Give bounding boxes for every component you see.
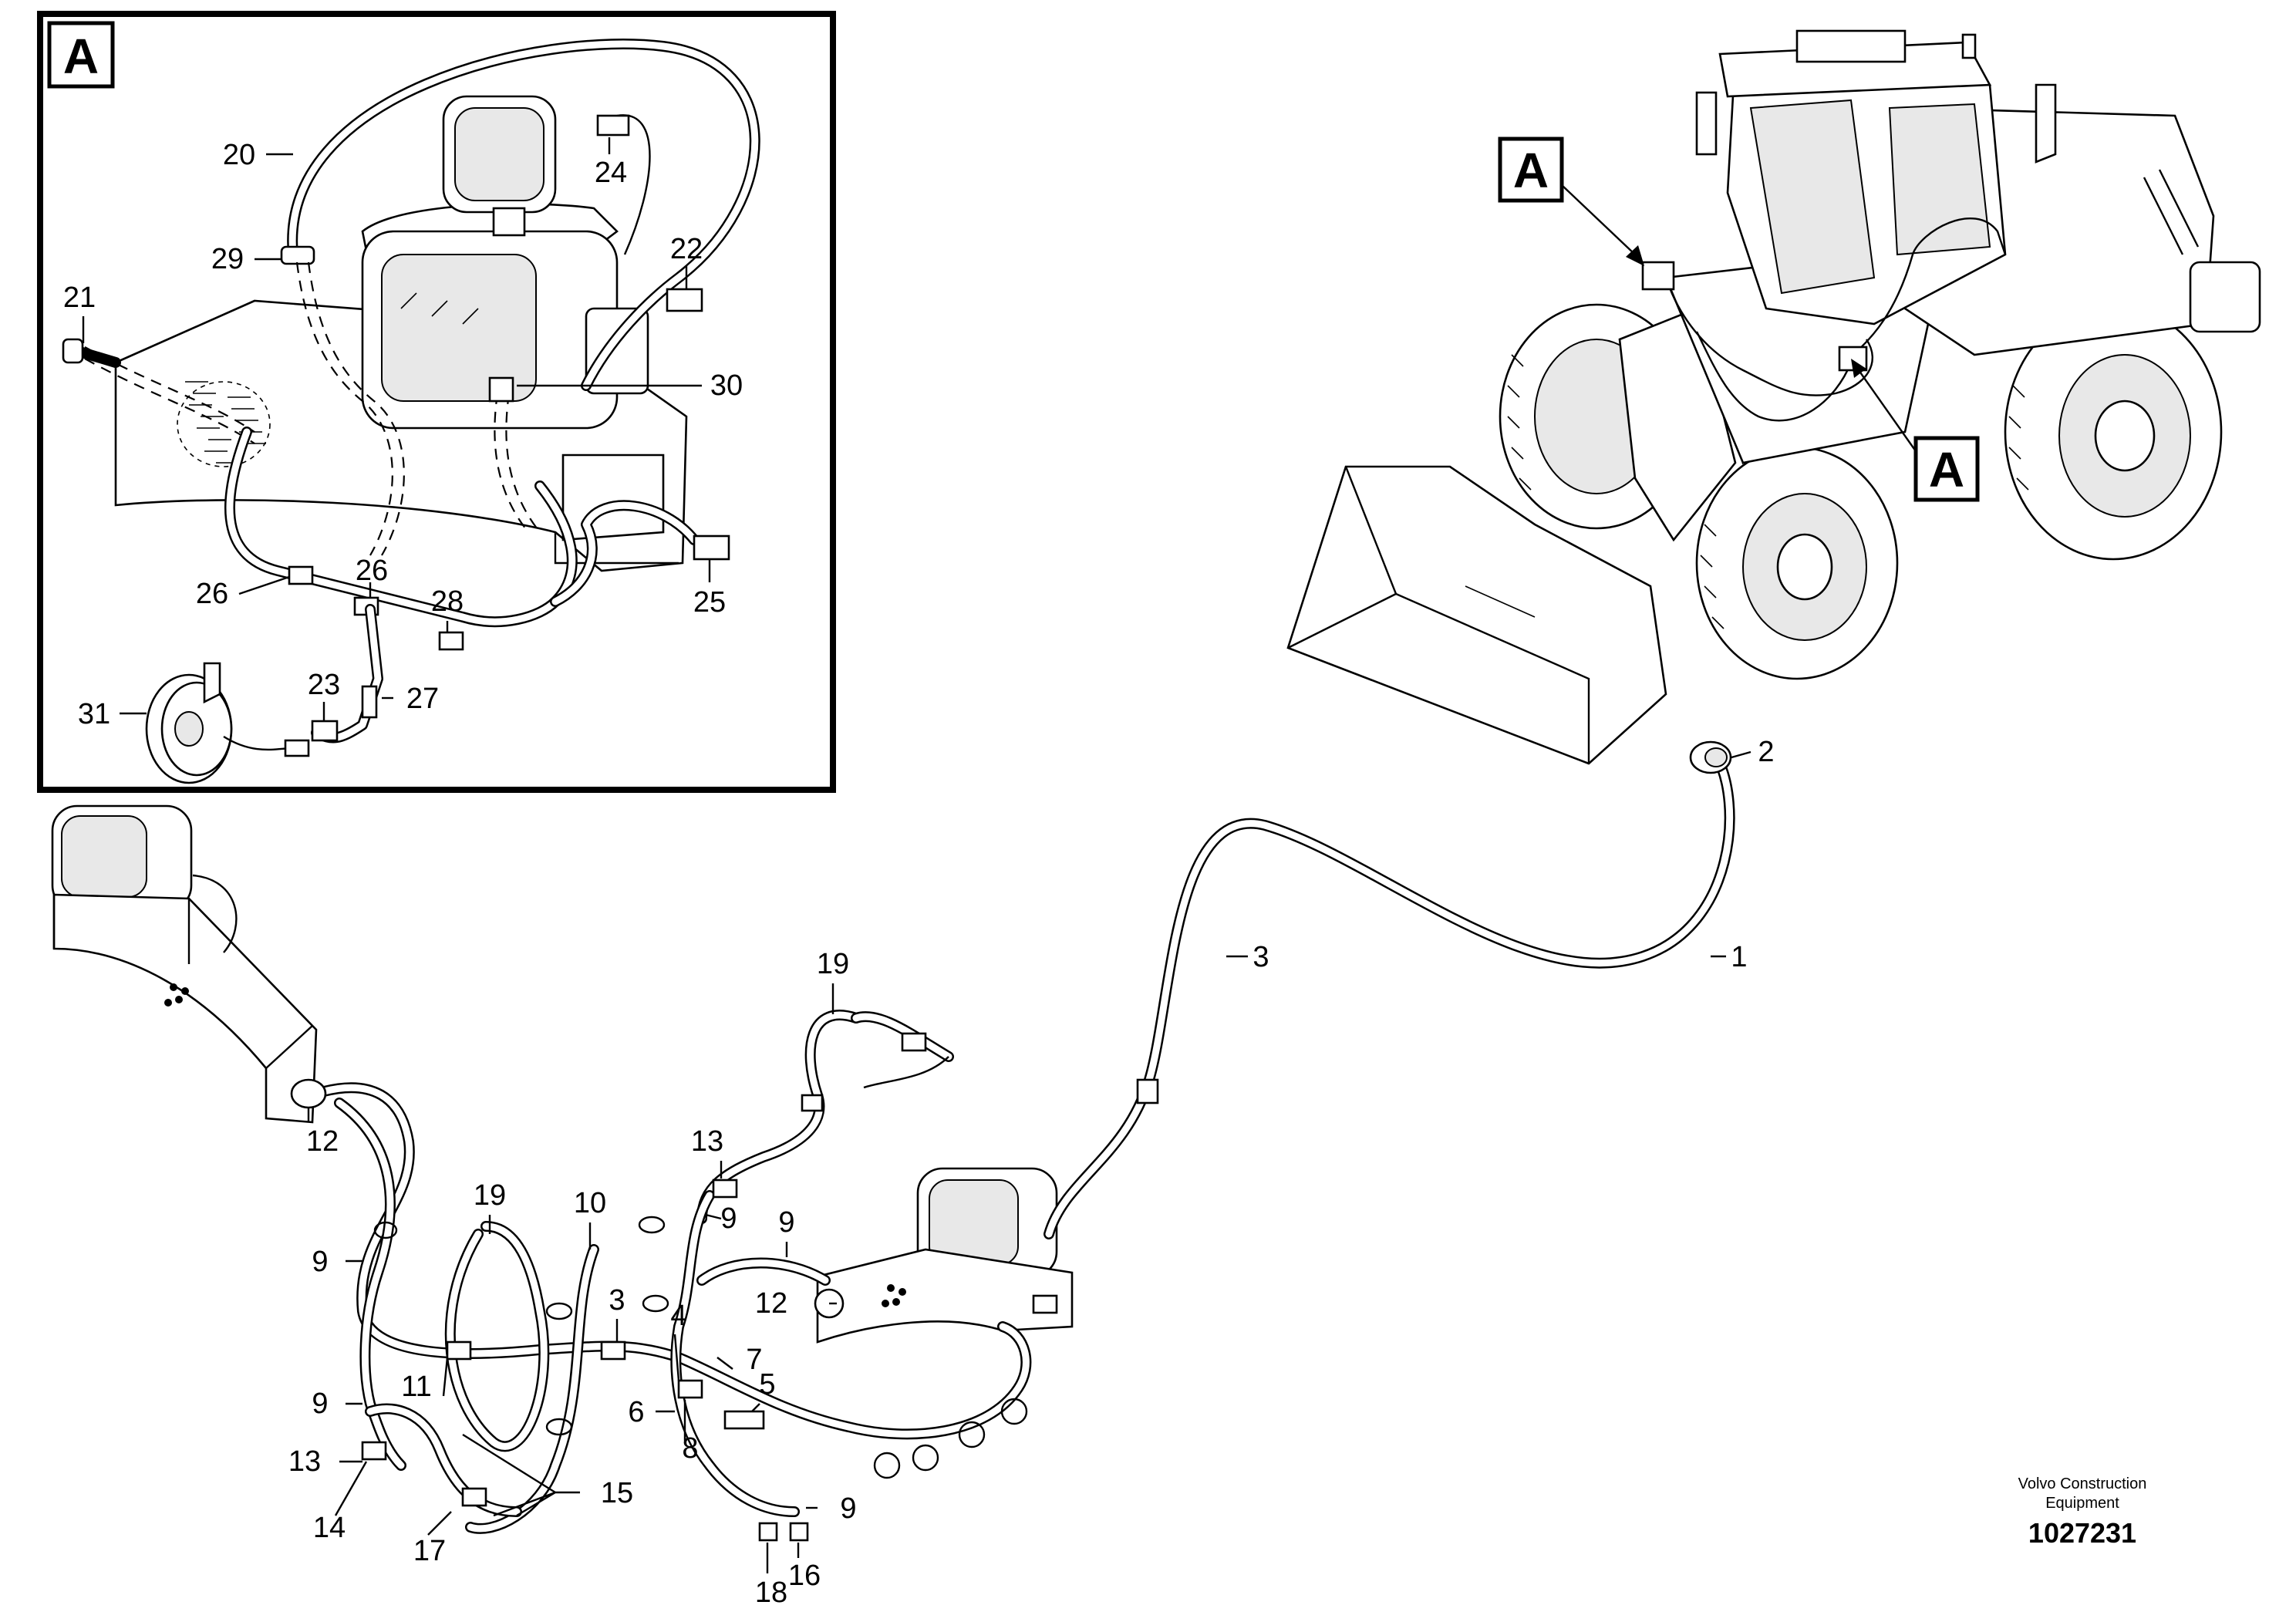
callout-28: 28 [431, 585, 464, 618]
callout-18: 18 [755, 1576, 787, 1609]
callout-10: 10 [574, 1187, 606, 1219]
connector-22 [666, 288, 703, 312]
connector-21 [62, 338, 84, 364]
right-lamp-bracket [816, 1167, 1074, 1344]
callout-9-c: 9 [778, 1206, 794, 1239]
connector-24 [596, 114, 630, 137]
callout-31: 31 [78, 698, 110, 730]
callout-6: 6 [628, 1396, 644, 1428]
connector-18 [758, 1522, 778, 1542]
callout-2: 2 [1758, 736, 1774, 768]
callout-7: 7 [746, 1344, 762, 1376]
clip-30 [488, 376, 514, 403]
callout-8: 8 [682, 1432, 698, 1465]
callout-26a: 26 [196, 578, 228, 610]
callout-20: 20 [223, 139, 255, 171]
inset-callouts: 20 24 29 22 21 30 26 26 28 25 23 27 31 [63, 139, 743, 730]
callout-1: 1 [1731, 941, 1747, 973]
callout-19-top: 19 [817, 948, 849, 980]
credit-line-1: Volvo Construction [2018, 1475, 2147, 1492]
inset-tag: A [63, 29, 99, 84]
connector-12-left [290, 1078, 327, 1109]
inset-leader-lines [82, 137, 711, 721]
callout-14: 14 [313, 1512, 346, 1544]
callout-15: 15 [601, 1477, 633, 1509]
vent-grille [177, 381, 271, 467]
detail-inset-a: A [37, 11, 836, 793]
connector-13-top [712, 1179, 738, 1199]
document-number: 1027231 [2028, 1517, 2136, 1549]
wheel-loader-illustration: A A [1286, 29, 2261, 765]
callout-17: 17 [413, 1535, 446, 1567]
callout-9-e: 9 [840, 1492, 856, 1525]
callout-27: 27 [406, 683, 439, 715]
callout-11: 11 [401, 1371, 431, 1403]
callout-24: 24 [595, 157, 627, 189]
callout-30: 30 [710, 369, 743, 402]
machine-tag-a-upper: A [1513, 143, 1549, 198]
callout-29: 29 [211, 243, 244, 275]
harness-leader-lines [307, 750, 1752, 1573]
connector-3-clip [600, 1340, 626, 1361]
callout-9-d: 9 [312, 1388, 328, 1420]
callout-13-bottom: 13 [288, 1445, 321, 1478]
connector-5 [723, 1410, 765, 1430]
callout-22: 22 [670, 233, 703, 265]
callout-4: 4 [670, 1300, 686, 1332]
callout-23: 23 [308, 669, 340, 701]
branch-26a [288, 565, 314, 585]
connector-27 [361, 685, 378, 719]
callout-19-bottom: 19 [474, 1179, 506, 1212]
callout-5: 5 [759, 1368, 775, 1401]
machine-tag-a-lower: A [1929, 442, 1964, 497]
loader-bucket [1286, 465, 1667, 765]
work-lamp-assembly [361, 95, 649, 430]
callout-3-main: 3 [1253, 941, 1269, 973]
callout-16: 16 [788, 1560, 821, 1592]
callout-12-left: 12 [306, 1125, 339, 1158]
connector-16 [789, 1522, 809, 1542]
horn-31 [145, 662, 310, 784]
footer-credit: Volvo Construction Equipment 1027231 [2018, 1475, 2147, 1549]
main-harness-illustration: 2 1 3 19 12 13 9 19 10 9 9 12 3 4 7 9 11… [51, 736, 1775, 1609]
callout-9-b: 9 [720, 1202, 737, 1235]
connector-6 [677, 1379, 703, 1399]
harness-callouts: 2 1 3 19 12 13 9 19 10 9 9 12 3 4 7 9 11… [288, 736, 1775, 1609]
credit-line-2: Equipment [2045, 1495, 2119, 1512]
callout-13-top: 13 [691, 1125, 723, 1158]
callout-9-a: 9 [312, 1246, 328, 1278]
callout-21: 21 [63, 282, 96, 314]
left-lamp-bracket [51, 804, 318, 1124]
callout-12-right: 12 [755, 1287, 787, 1320]
grommet-29 [280, 245, 315, 265]
callout-25: 25 [693, 586, 726, 619]
machine-connector-left [1641, 261, 1675, 291]
connector-13-bottom [361, 1441, 387, 1461]
connector-25 [693, 534, 730, 561]
cab-roof-opening [561, 454, 665, 541]
connector-17 [461, 1487, 487, 1507]
branch-28 [438, 631, 464, 651]
cable-clamp [1136, 1078, 1159, 1104]
connector-11 [446, 1340, 472, 1361]
callout-26b: 26 [356, 555, 388, 587]
callout-3-branch: 3 [609, 1284, 625, 1317]
connector-23 [311, 720, 339, 742]
